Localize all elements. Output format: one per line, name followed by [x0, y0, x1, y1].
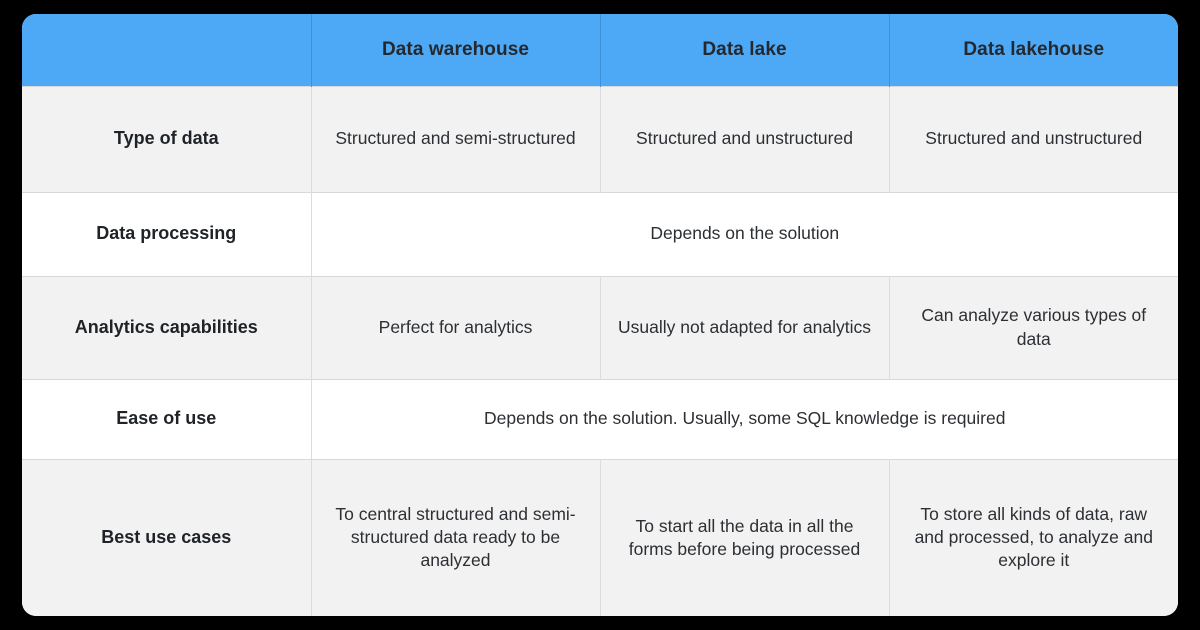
cell-best-use-data-lake: To start all the data in all the forms b…	[600, 458, 890, 616]
cell-analytics-data-lake: Usually not adapted for analytics	[600, 275, 890, 379]
row-label-analytics-capabilities: Analytics capabilities	[22, 275, 312, 379]
table-row-ease-of-use: Ease of use Depends on the solution. Usu…	[22, 378, 1178, 459]
table-row-type-of-data: Type of data Structured and semi-structu…	[22, 85, 1178, 192]
row-label-best-use-cases: Best use cases	[22, 458, 312, 616]
row-label-ease-of-use: Ease of use	[22, 378, 312, 459]
comparison-table: Data warehouse Data lake Data lakehouse …	[22, 14, 1178, 616]
cell-analytics-data-warehouse: Perfect for analytics	[311, 275, 601, 379]
cell-type-of-data-lake: Structured and unstructured	[600, 85, 890, 192]
cell-best-use-data-lakehouse: To store all kinds of data, raw and proc…	[889, 458, 1178, 616]
cell-data-processing-merged: Depends on the solution	[311, 191, 1178, 276]
row-label-data-processing: Data processing	[22, 191, 312, 276]
table-body: Type of data Structured and semi-structu…	[22, 85, 1178, 616]
comparison-table-card: Data warehouse Data lake Data lakehouse …	[22, 14, 1178, 616]
cell-ease-of-use-merged: Depends on the solution. Usually, some S…	[311, 378, 1178, 459]
header-cell-data-warehouse: Data warehouse	[311, 14, 601, 86]
cell-type-of-data-lakehouse: Structured and unstructured	[889, 85, 1178, 192]
header-row: Data warehouse Data lake Data lakehouse	[22, 14, 1178, 86]
table-row-best-use-cases: Best use cases To central structured and…	[22, 458, 1178, 616]
cell-analytics-data-lakehouse: Can analyze various types of data	[889, 275, 1178, 379]
table-row-data-processing: Data processing Depends on the solution	[22, 191, 1178, 276]
cell-type-of-data-warehouse: Structured and semi-structured	[311, 85, 601, 192]
header-cell-row-label	[22, 14, 312, 86]
table-row-analytics-capabilities: Analytics capabilities Perfect for analy…	[22, 275, 1178, 379]
header-cell-data-lakehouse: Data lakehouse	[889, 14, 1178, 86]
row-label-type-of-data: Type of data	[22, 85, 312, 192]
header-cell-data-lake: Data lake	[600, 14, 890, 86]
table-header: Data warehouse Data lake Data lakehouse	[22, 14, 1178, 86]
cell-best-use-data-warehouse: To central structured and semi-structure…	[311, 458, 601, 616]
